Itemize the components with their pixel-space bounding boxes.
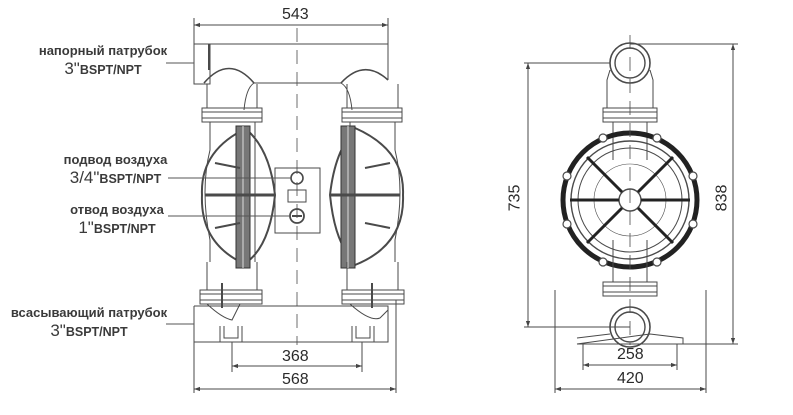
callout-leaders: [166, 62, 291, 325]
callout-air-inlet-name: подвод воздуха: [63, 152, 168, 167]
callout-suction: всасывающий патрубок 3"BSPT/NPT: [4, 306, 174, 340]
callout-air-inlet-size: 3/4"BSPT/NPT: [69, 168, 162, 187]
dim-side-base-width: 420: [617, 370, 644, 387]
dim-front-top-width: 543: [282, 6, 309, 23]
side-dimensions: [524, 43, 738, 393]
dim-front-mount-spacing: 368: [282, 348, 309, 365]
dim-side-height-735: 735: [506, 184, 524, 212]
callout-suction-size: 3"BSPT/NPT: [50, 321, 128, 340]
front-view: [193, 28, 405, 345]
dim-side-mount-spacing: 258: [617, 346, 644, 363]
front-dimensions: [193, 18, 397, 393]
callout-suction-name: всасывающий патрубок: [10, 305, 168, 320]
callout-air-exhaust-size: 1"BSPT/NPT: [78, 218, 156, 237]
callout-air-exhaust-name: отвод воздуха: [70, 202, 164, 217]
callout-discharge-name: напорный патрубок: [38, 43, 168, 58]
callout-discharge: напорный патрубок 3"BSPT/NPT: [38, 44, 168, 78]
dim-front-base-width: 568: [282, 371, 309, 388]
callout-air-inlet: подвод воздуха 3/4"BSPT/NPT: [58, 153, 173, 187]
callout-discharge-size: 3"BSPT/NPT: [64, 59, 142, 78]
dim-side-total-height-838: 838: [713, 184, 731, 212]
side-view: [560, 35, 700, 348]
callout-air-exhaust: отвод воздуха 1"BSPT/NPT: [62, 203, 172, 237]
